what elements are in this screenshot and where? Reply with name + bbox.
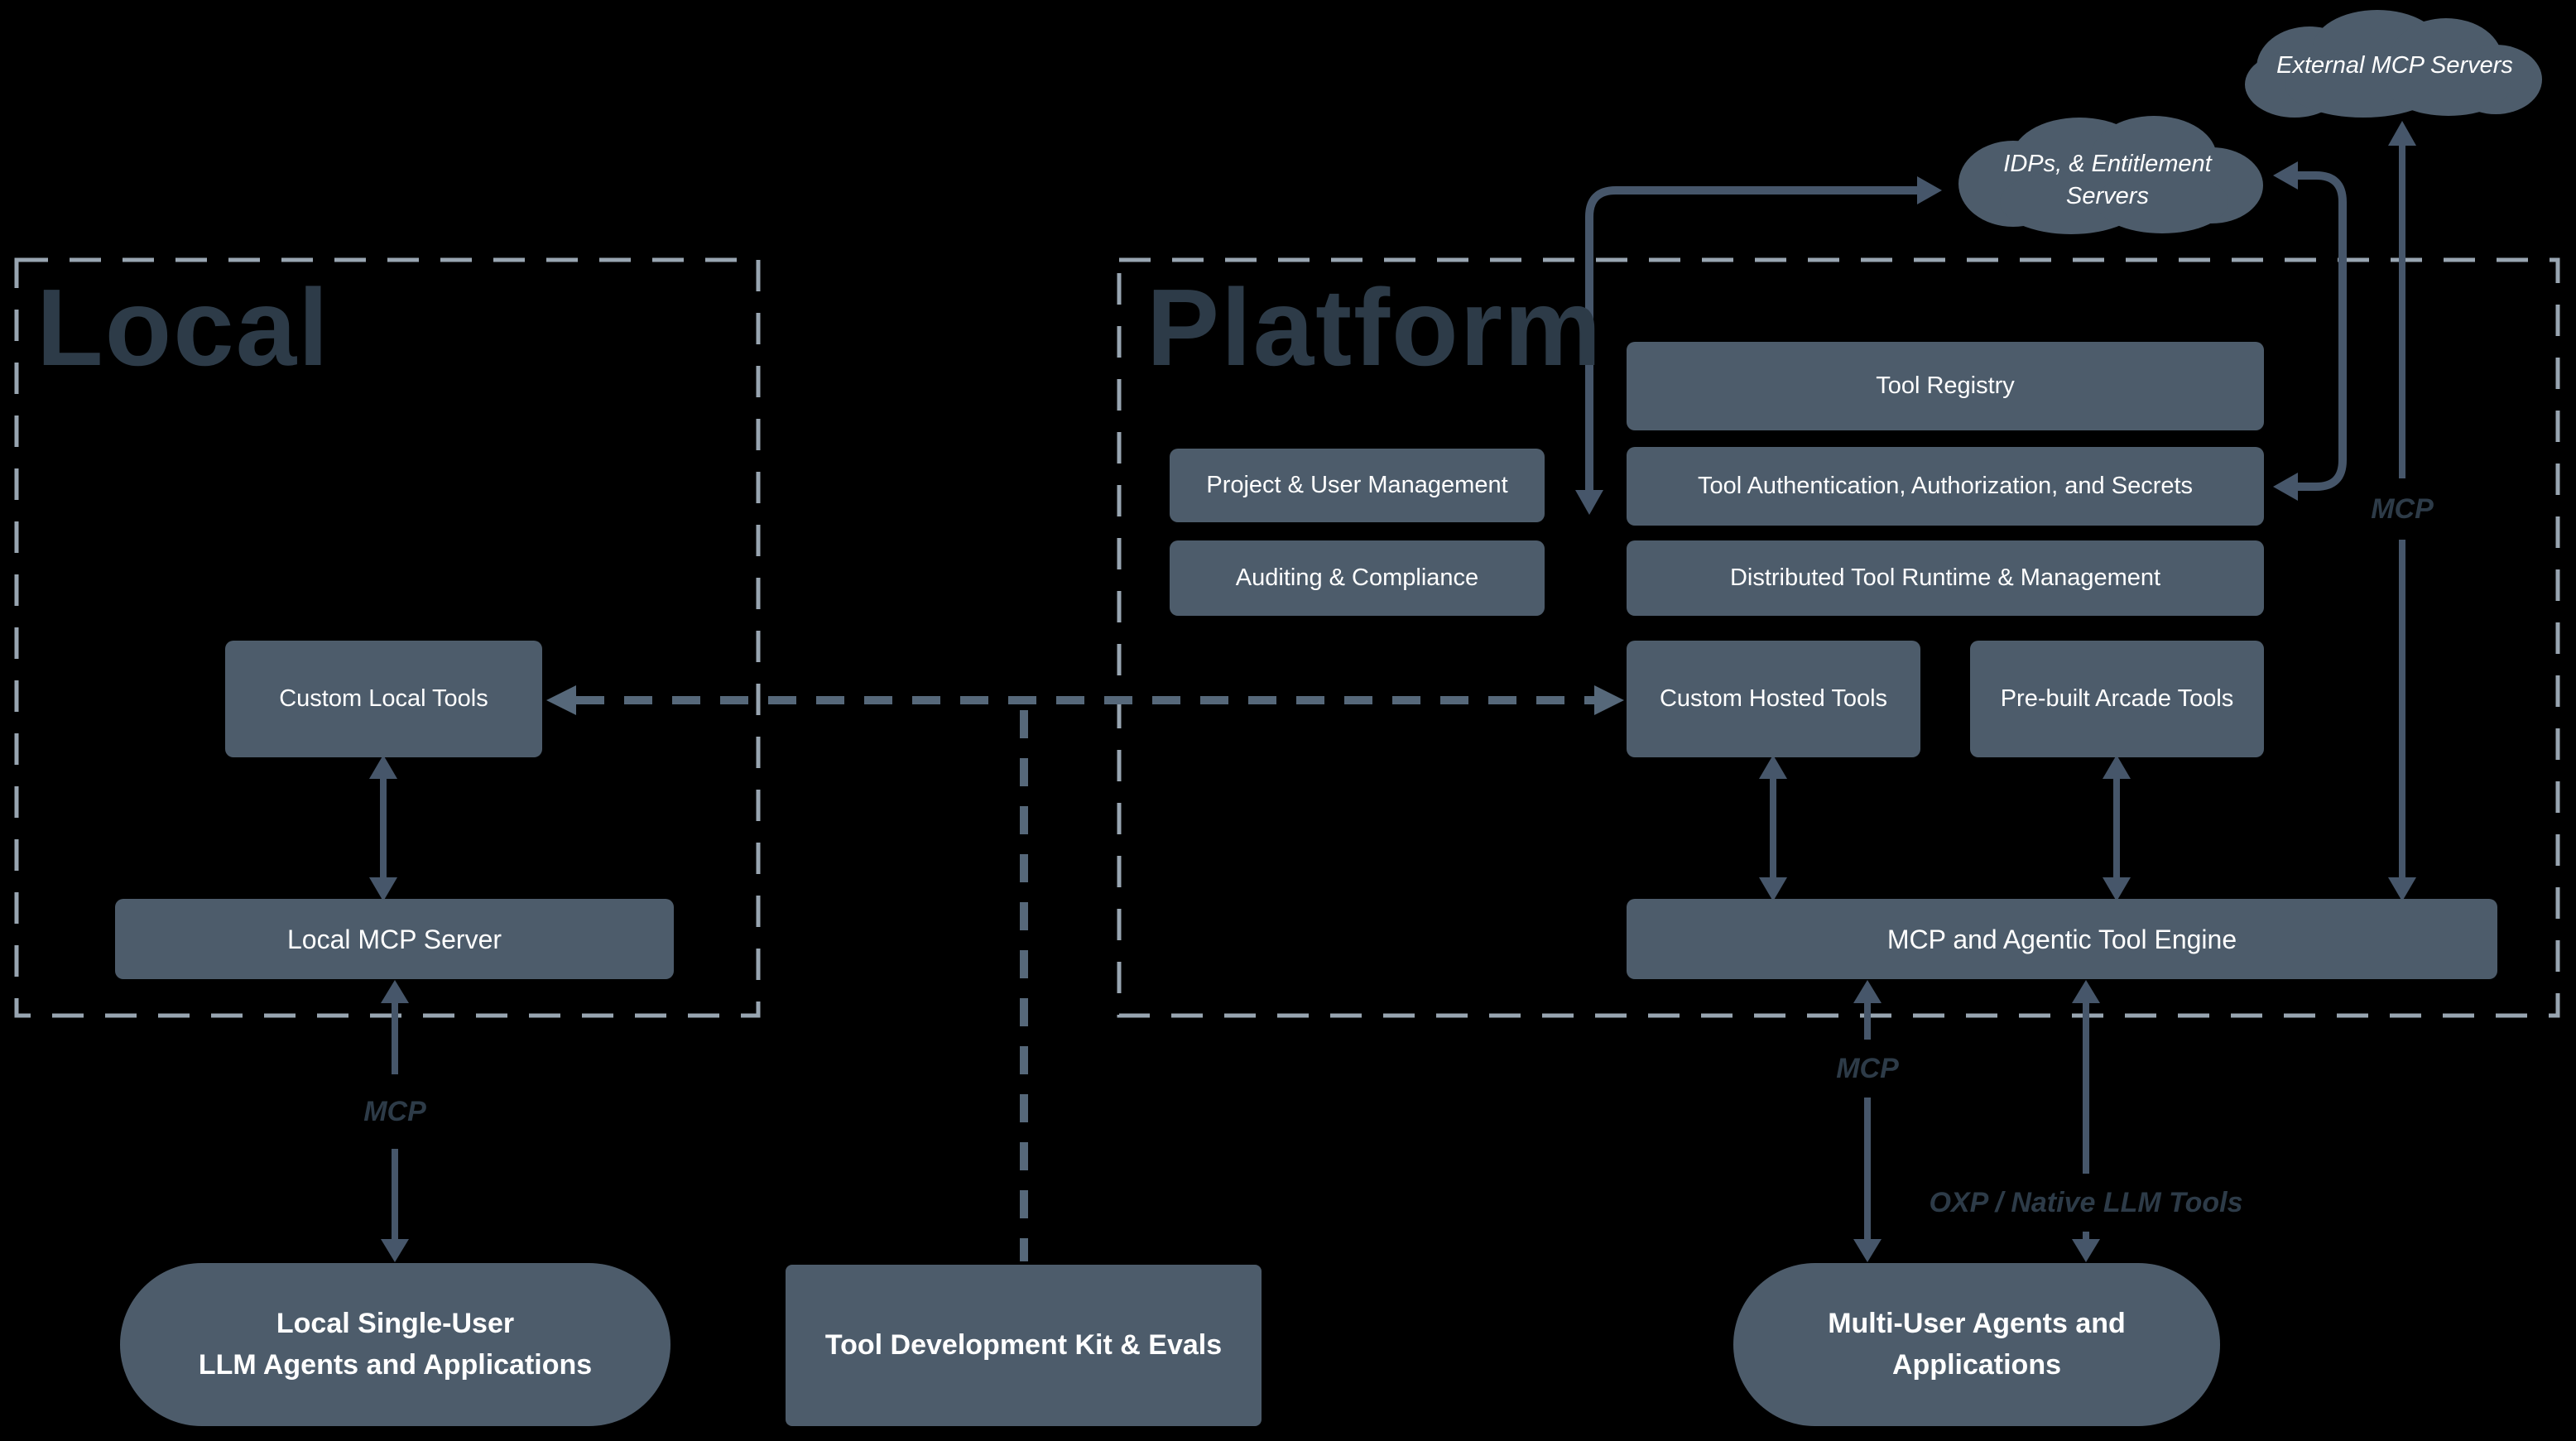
- custom-hosted-tools-box: Custom Hosted Tools: [1627, 641, 1920, 757]
- external-mcp-servers-label: External MCP Servers: [2276, 52, 2513, 79]
- multi-agents-line1: Multi-User Agents and: [1828, 1308, 2126, 1340]
- local-mcp-server-box: Local MCP Server: [115, 899, 674, 979]
- distributed-runtime-box: Distributed Tool Runtime & Management: [1627, 540, 2264, 616]
- multi-user-agents-oval: Multi-User Agents and Applications: [1733, 1263, 2220, 1426]
- project-user-management-box: Project & User Management: [1170, 449, 1545, 522]
- local-section-title: Local: [36, 267, 330, 388]
- arrow-prebuilt-engine: [2103, 755, 2131, 901]
- arrow-custom-hosted-engine: [1759, 755, 1787, 901]
- bracket-arrow-idps-tool-auth: [2273, 161, 2347, 501]
- platform-section-border: [1117, 257, 2560, 1018]
- multi-agents-line2: Applications: [1891, 1348, 2062, 1381]
- arrow-engine-multi-agents-oxp: [2072, 980, 2100, 1262]
- local-single-user-agents-oval: Local Single-User LLM Agents and Applica…: [120, 1263, 670, 1426]
- platform-section-title: Platform: [1146, 267, 1603, 388]
- elbow-arrow-project-user-idps: [1575, 176, 1942, 515]
- mcp-label-local: MCP: [363, 1096, 426, 1127]
- arrow-engine-external-mcp: [2388, 121, 2416, 901]
- custom-local-tools-box: Custom Local Tools: [225, 641, 542, 757]
- local-section-border: [14, 257, 761, 1018]
- tool-auth-box: Tool Authentication, Authorization, and …: [1627, 447, 2264, 526]
- mcp-agentic-tool-engine-box: MCP and Agentic Tool Engine: [1627, 899, 2497, 979]
- tool-development-kit-box: Tool Development Kit & Evals: [786, 1265, 1262, 1426]
- dashed-arrow-custom-local-custom-hosted: [546, 685, 1624, 1261]
- tool-registry-box: Tool Registry: [1627, 342, 2264, 430]
- external-mcp-servers-cloud: [2245, 10, 2542, 118]
- oxp-native-llm-tools-label: OXP / Native LLM Tools: [1929, 1187, 2243, 1218]
- arrow-custom-local-local-mcp: [369, 755, 397, 901]
- prebuilt-arcade-tools-box: Pre-built Arcade Tools: [1970, 641, 2264, 757]
- idps-entitlement-cloud: [1958, 116, 2263, 234]
- local-agents-line2: LLM Agents and Applications: [198, 1348, 593, 1381]
- arrow-local-mcp-local-agents: [381, 980, 409, 1262]
- local-agents-line1: Local Single-User: [276, 1308, 515, 1340]
- arrow-engine-multi-agents-mcp: [1853, 980, 1882, 1262]
- mcp-label-engine: MCP: [1836, 1053, 1899, 1084]
- auditing-compliance-box: Auditing & Compliance: [1170, 540, 1545, 616]
- mcp-label-external: MCP: [2371, 493, 2434, 525]
- idps-entitlement-label: IDPs, & Entitlement Servers: [2003, 150, 2212, 209]
